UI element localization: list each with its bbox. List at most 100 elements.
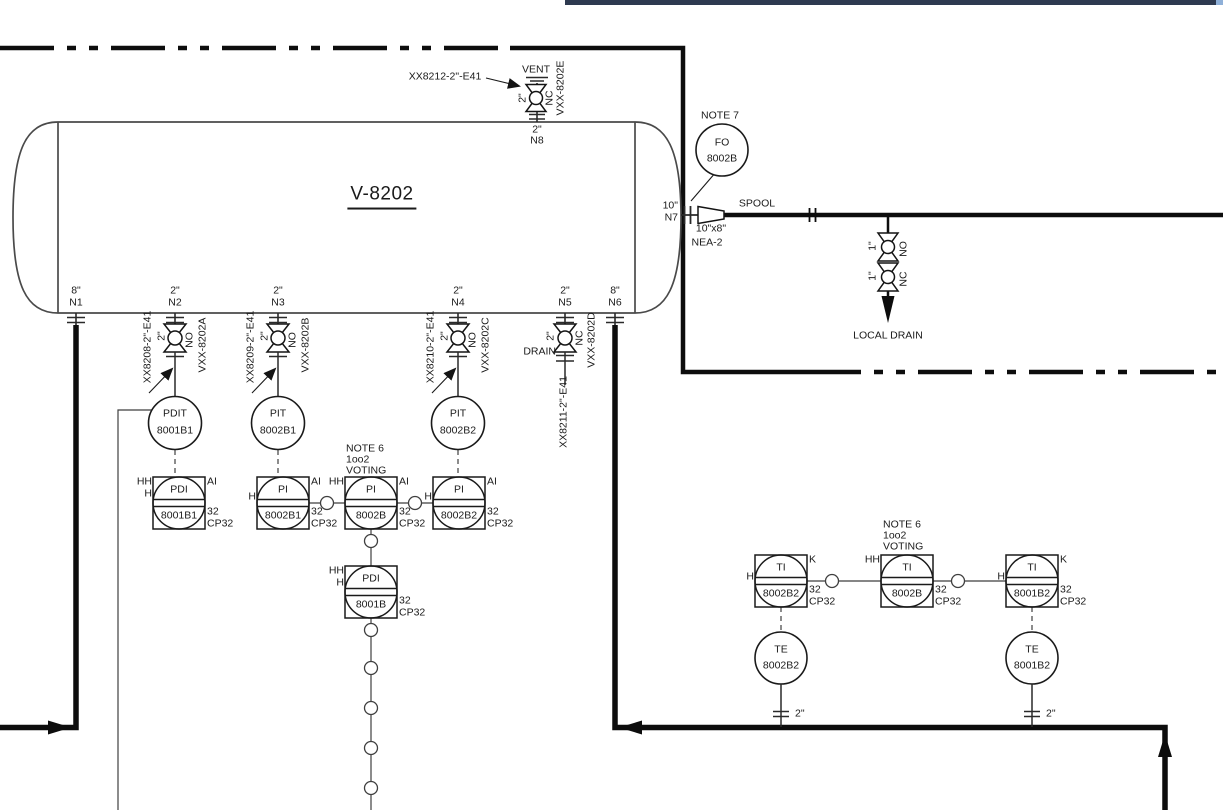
ti1-loc1: 32 <box>809 583 821 596</box>
valve-d-size: 2" <box>544 331 557 341</box>
nozzle-n7-size: 10" <box>662 199 678 212</box>
valve-c-state: NO <box>466 332 479 348</box>
te-stubs <box>773 684 1040 727</box>
pdit-num: 8001B1 <box>156 424 194 437</box>
line-xx8209: XX8209-2"-E41 <box>244 310 257 384</box>
valve-b-state: NO <box>286 332 299 348</box>
valve-a-size: 2" <box>155 331 168 341</box>
nozzle-n5-size: 2" <box>560 284 570 297</box>
pdit-tag: PDIT <box>163 407 187 420</box>
nozzle-n5-id: N5 <box>558 296 572 309</box>
nozzle-n2-id: N2 <box>168 296 182 309</box>
ti2-loc1: 32 <box>935 583 947 596</box>
vent-line-number: XX8212-2"-E41 <box>408 70 482 83</box>
valves <box>162 83 900 353</box>
ti2-tag: TI <box>902 561 912 574</box>
nozzle-n2-size: 2" <box>170 284 180 297</box>
pdi2-loc1: 32 <box>399 594 411 607</box>
pi1-num: 8002B1 <box>264 509 302 522</box>
line-xx8208: XX8208-2"-E41 <box>141 310 154 384</box>
flow-arrows <box>48 296 1172 757</box>
drain-valve1-state: NO <box>897 241 910 257</box>
pdi2-alarm-h: H <box>336 576 344 589</box>
reducer-size: 10"x8" <box>695 222 727 235</box>
pdi1-tag: PDI <box>170 483 188 496</box>
te1-num: 8002B2 <box>762 659 800 672</box>
ti1-tag: TI <box>776 561 786 574</box>
pi3-num: 8002B2 <box>440 509 478 522</box>
pi3-alarm-h: H <box>424 490 432 503</box>
fo-tag: FO <box>714 136 730 149</box>
ti2-alarm-hh: HH <box>864 553 880 566</box>
pdi1-alarm-h: H <box>144 487 152 500</box>
pdi1-loc1: 32 <box>207 505 219 518</box>
nozzle-n3-id: N3 <box>271 296 285 309</box>
ti3-loc2: CP32 <box>1060 595 1087 608</box>
pi3-loc2: CP32 <box>487 517 514 530</box>
pit2-tag: PIT <box>449 407 467 420</box>
pdi2-tag: PDI <box>362 572 380 585</box>
pi1-alarm-h: H <box>248 490 256 503</box>
pi2-num: 8002B <box>355 509 387 522</box>
window-chrome-bar <box>565 0 1216 5</box>
leader-lines <box>148 77 717 394</box>
pi2-tag: PI <box>366 483 376 496</box>
te1-conn-size: 2" <box>795 707 805 720</box>
nozzle-n7-id: N7 <box>664 211 678 224</box>
dcs-instruments <box>152 476 1059 619</box>
drain-valve2-state: NC <box>897 271 910 287</box>
pi3-loc1: 32 <box>487 505 499 518</box>
pit1-tag: PIT <box>269 407 287 420</box>
note6-voting2-l1: NOTE 6 <box>883 518 921 531</box>
spool-label: SPOOL <box>738 197 776 210</box>
drain-valve1-size: 1" <box>866 241 879 251</box>
link-nodes <box>319 495 966 796</box>
pi2-loc2: CP32 <box>399 517 426 530</box>
pdi2-alarm-hh: HH <box>328 564 344 577</box>
drain-outlet-label: DRAIN <box>523 345 556 358</box>
drain-valve2-size: 1" <box>866 271 879 281</box>
ti2-loc2: CP32 <box>935 595 962 608</box>
valve-b-tag: VXX-8202B <box>299 317 312 373</box>
vessel-shape <box>12 121 682 314</box>
ti3-tag: TI <box>1027 561 1037 574</box>
local-drain-label: LOCAL DRAIN <box>853 329 923 342</box>
vent-label: VENT <box>521 63 551 76</box>
nozzle-n8-size: 2" <box>532 123 542 136</box>
pdi2-num: 8001B <box>355 598 387 611</box>
spool-break <box>808 208 817 222</box>
nozzle-n4-size: 2" <box>453 284 463 297</box>
nozzle-n4-id: N4 <box>451 296 465 309</box>
nozzle-n6-id: N6 <box>608 296 622 309</box>
valve-c-size: 2" <box>438 331 451 341</box>
valve-d-state: NC <box>573 330 586 346</box>
process-lines <box>0 212 1223 810</box>
te2-conn-size: 2" <box>1046 707 1056 720</box>
te2-tag: TE <box>1025 643 1039 656</box>
ti2-num: 8002B <box>891 587 923 600</box>
pi1-tag: PI <box>278 483 288 496</box>
note6-voting2-l3: VOTING <box>883 540 924 553</box>
ti3-io: K <box>1060 553 1068 566</box>
te2-num: 8001B2 <box>1013 659 1051 672</box>
nozzle-n1-id: N1 <box>69 296 83 309</box>
pdi2-loc2: CP32 <box>399 606 426 619</box>
field-instruments <box>147 123 1059 685</box>
note6-voting1-l1: NOTE 6 <box>346 442 384 455</box>
line-xx8211: XX8211-2"-E41 <box>557 376 570 448</box>
pi2-loc1: 32 <box>399 505 411 518</box>
valve-b-size: 2" <box>258 331 271 341</box>
valve-outlets <box>166 352 574 396</box>
pdi1-io: AI <box>207 475 217 488</box>
valve-a-state: NO <box>183 332 196 348</box>
pdi1-alarm-hh: HH <box>136 475 152 488</box>
pi2-alarm-hh: HH <box>328 475 344 488</box>
pi1-io: AI <box>311 475 321 488</box>
signal-links <box>117 409 1033 810</box>
nozzle-n1-size: 8" <box>71 284 81 297</box>
boundary-line <box>0 45 1223 375</box>
window-chrome-accent <box>1216 0 1223 5</box>
nozzle-n3-size: 2" <box>273 284 283 297</box>
